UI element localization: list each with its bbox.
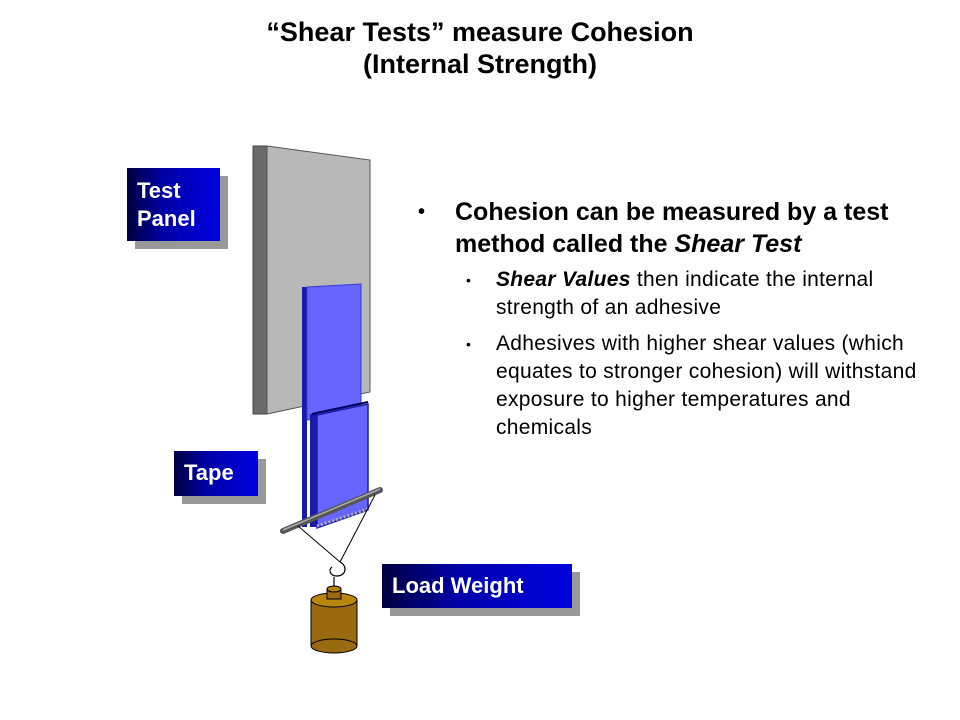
sub-bullet-list: • Shear Values then indicate the interna… (418, 266, 928, 442)
hanger-rod (280, 487, 383, 534)
hook-icon (329, 561, 346, 588)
hanger-rod-highlight (282, 488, 381, 531)
test-panel-label: Test Panel (127, 168, 220, 241)
weight-body (311, 600, 357, 646)
weight-knob-top (326, 585, 342, 593)
test-panel-edge (252, 145, 268, 415)
tape-label: Tape (174, 451, 258, 496)
main-bullet-emphasis: Shear Test (674, 230, 802, 258)
load-weight-label-text: Load Weight (392, 573, 524, 598)
main-bullet: • Cohesion can be measured by a test met… (418, 196, 928, 260)
tape-flap-bottom-edge (316, 507, 369, 528)
test-panel-label-line-1: Test (137, 178, 181, 203)
tape-flap-edge (310, 414, 317, 527)
main-bullet-text: Cohesion can be measured by a test metho… (455, 198, 889, 258)
title-line-2: (Internal Strength) (363, 49, 597, 79)
test-panel-label-line-2: Panel (137, 206, 196, 231)
sub-bullet-2-text: Adhesives with higher shear values (whic… (496, 332, 917, 439)
sub-bullet-2: • Adhesives with higher shear values (wh… (418, 330, 928, 442)
string-right (339, 494, 376, 563)
title-line-1: “Shear Tests” measure Cohesion (266, 17, 694, 47)
sub-bullet-dot: • (466, 272, 472, 288)
load-weight-label: Load Weight (382, 564, 572, 608)
tape-flap-top-line (311, 401, 369, 415)
string-left (297, 525, 341, 563)
sub-bullet-1-emphasis: Shear Values (496, 268, 631, 291)
weight-bottom (310, 638, 358, 654)
sub-bullet-1-text: then indicate the internal strength of a… (496, 268, 874, 319)
bullet-list: • Cohesion can be measured by a test met… (418, 196, 928, 450)
sub-bullet-dot: • (466, 336, 472, 352)
sub-bullet-1: • Shear Values then indicate the interna… (418, 266, 928, 322)
tape-strip (306, 283, 362, 421)
slide-title: “Shear Tests” measure Cohesion (Internal… (0, 16, 960, 80)
tape-flap (316, 403, 369, 530)
tape-label-text: Tape (184, 460, 234, 485)
tape-strip-edge (302, 287, 307, 527)
bullet-dot: • (418, 201, 426, 223)
